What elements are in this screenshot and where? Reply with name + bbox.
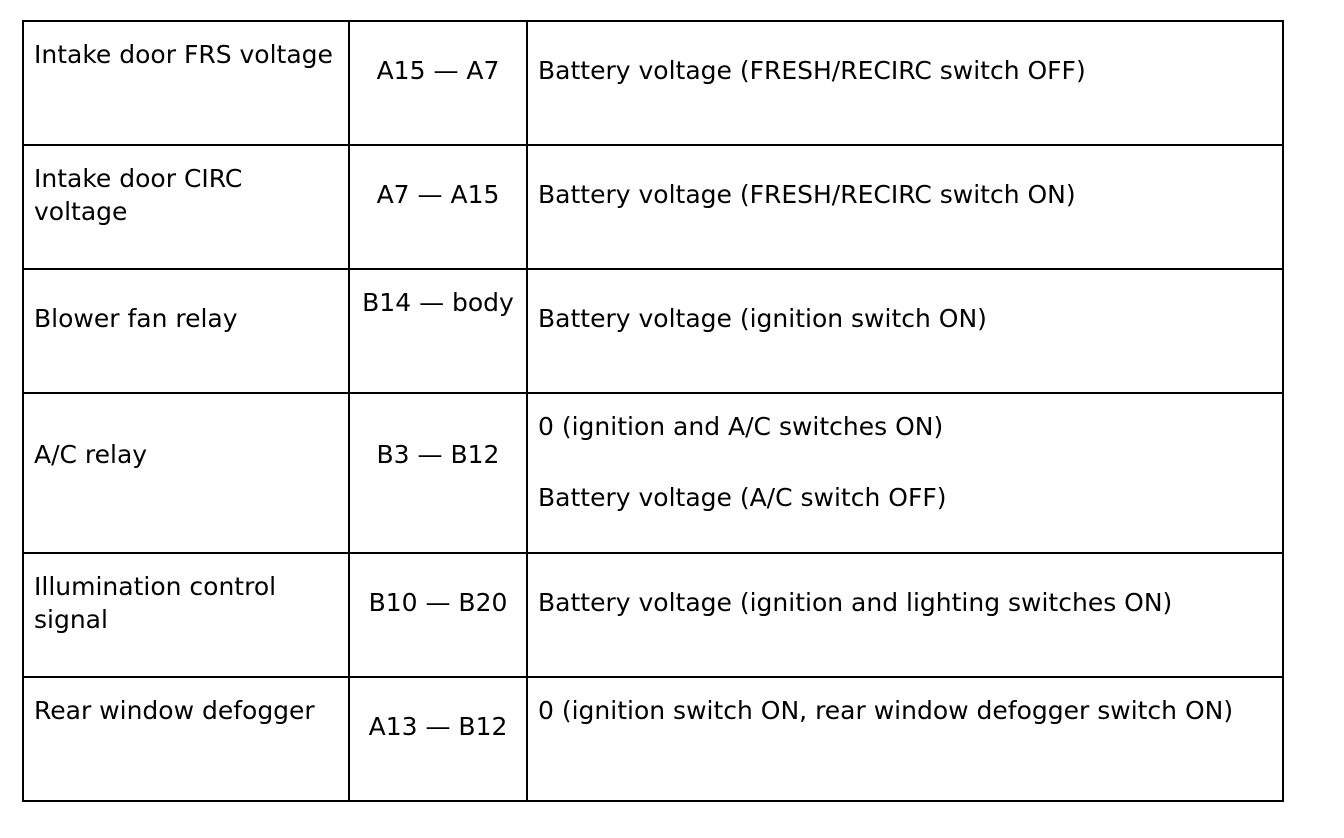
terminals-cell: A7 — A15 bbox=[348, 144, 528, 270]
terminals-cell: A13 — B12 bbox=[348, 676, 528, 802]
terminals-cell: B3 — B12 bbox=[348, 392, 528, 554]
item-text: A/C relay bbox=[34, 440, 148, 469]
item-cell: Illumination control signal bbox=[22, 552, 350, 678]
terminals-text: B10 — B20 bbox=[368, 588, 508, 617]
value-text: Battery voltage (A/C switch OFF) bbox=[538, 483, 947, 512]
item-text: Intake door CIRC voltage bbox=[34, 164, 243, 226]
item-cell: A/C relay bbox=[22, 392, 350, 554]
item-cell: Intake door CIRC voltage bbox=[22, 144, 350, 270]
value-cell: Battery voltage (ignition and lighting s… bbox=[526, 552, 1284, 678]
value-text: Battery voltage (FRESH/RECIRC switch ON) bbox=[538, 180, 1076, 209]
value-text: Battery voltage (ignition and lighting s… bbox=[538, 588, 1173, 617]
table-row: Blower fan relay B14 — body Battery volt… bbox=[22, 268, 1284, 394]
terminals-cell: B14 — body bbox=[348, 268, 528, 394]
item-cell: Rear window defogger bbox=[22, 676, 350, 802]
value-cell: Battery voltage (ignition switch ON) bbox=[526, 268, 1284, 394]
terminals-cell: B10 — B20 bbox=[348, 552, 528, 678]
table-row: A/C relay B3 — B12 0 (ignition and A/C s… bbox=[22, 392, 1284, 554]
terminals-text: B3 — B12 bbox=[376, 440, 500, 469]
item-cell: Intake door FRS voltage bbox=[22, 20, 350, 146]
terminals-text: B14 — body bbox=[362, 288, 514, 317]
item-cell: Blower fan relay bbox=[22, 268, 350, 394]
value-cell: 0 (ignition and A/C switches ON) Battery… bbox=[526, 392, 1284, 554]
terminals-cell: A15 — A7 bbox=[348, 20, 528, 146]
table-row: Illumination control signal B10 — B20 Ba… bbox=[22, 552, 1284, 678]
terminals-text: A13 — B12 bbox=[368, 712, 508, 741]
value-cell: Battery voltage (FRESH/RECIRC switch ON) bbox=[526, 144, 1284, 270]
terminals-text: A15 — A7 bbox=[376, 56, 500, 85]
item-text: Blower fan relay bbox=[34, 304, 238, 333]
table-row: Intake door CIRC voltage A7 — A15 Batter… bbox=[22, 144, 1284, 270]
table-row: Intake door FRS voltage A15 — A7 Battery… bbox=[22, 20, 1284, 146]
item-text: Illumination control signal bbox=[34, 572, 277, 634]
item-text: Rear window defogger bbox=[34, 696, 315, 725]
value-text: 0 (ignition switch ON, rear window defog… bbox=[538, 696, 1234, 725]
terminal-voltage-table: Intake door FRS voltage A15 — A7 Battery… bbox=[22, 20, 1284, 802]
value-text: Battery voltage (ignition switch ON) bbox=[538, 304, 987, 333]
value-cell: Battery voltage (FRESH/RECIRC switch OFF… bbox=[526, 20, 1284, 146]
terminals-text: A7 — A15 bbox=[376, 180, 500, 209]
item-text: Intake door FRS voltage bbox=[34, 40, 333, 69]
table-row: Rear window defogger A13 — B12 0 (igniti… bbox=[22, 676, 1284, 802]
value-text: 0 (ignition and A/C switches ON) bbox=[538, 412, 944, 441]
value-cell: 0 (ignition switch ON, rear window defog… bbox=[526, 676, 1284, 802]
value-text: Battery voltage (FRESH/RECIRC switch OFF… bbox=[538, 56, 1086, 85]
